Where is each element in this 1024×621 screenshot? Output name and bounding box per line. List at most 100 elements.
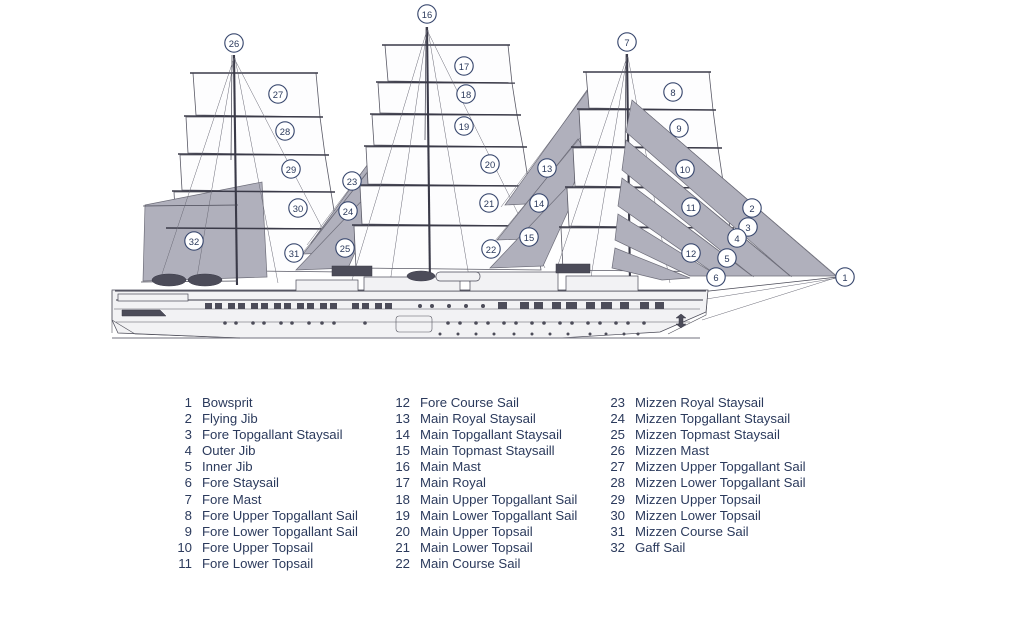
main-yard-5 (357, 184, 534, 187)
callout-marker-25[interactable]: 25 (335, 238, 355, 258)
callout-circle-29 (281, 159, 301, 179)
callout-circle-20 (480, 154, 500, 174)
callout-marker-15[interactable]: 15 (519, 227, 539, 247)
callout-label-22: 22 (486, 244, 496, 255)
callout-marker-20[interactable]: 20 (480, 154, 500, 174)
callout-label-3: 3 (745, 222, 750, 233)
legend-item-label: Main Topgallant Staysail (420, 427, 562, 443)
callout-marker-9[interactable]: 9 (669, 118, 689, 138)
legend-item-7[interactable]: 7 Fore Mast (170, 492, 358, 508)
callout-marker-1[interactable]: 1 (835, 267, 855, 287)
callout-marker-23[interactable]: 23 (342, 171, 362, 191)
callout-label-21: 21 (484, 198, 494, 209)
funnel-box (331, 265, 373, 277)
callout-marker-8[interactable]: 8 (663, 82, 683, 102)
mizzen-yard-2 (183, 115, 324, 118)
sail-fore-upper-topgallant (585, 71, 714, 111)
callout-marker-16[interactable]: 16 (417, 4, 437, 24)
callout-marker-27[interactable]: 27 (268, 84, 288, 104)
callout-marker-22[interactable]: 22 (481, 239, 501, 259)
callout-marker-4[interactable]: 4 (727, 228, 747, 248)
sail-main-lower-topsail (359, 185, 536, 227)
callout-marker-29[interactable]: 29 (281, 159, 301, 179)
callout-marker-26[interactable]: 26 (224, 33, 244, 53)
callout-marker-11[interactable]: 11 (681, 197, 701, 217)
callout-marker-19[interactable]: 19 (454, 116, 474, 136)
legend-item-label: Main Upper Topsail (420, 523, 533, 539)
callout-marker-30[interactable]: 30 (288, 198, 308, 218)
legend-item-label: Mizzen Upper Topsail (635, 491, 761, 507)
callout-label-29: 29 (286, 164, 296, 175)
legend-item-label: Main Topmast Staysaill (420, 443, 555, 459)
legend-item-number: 25 (610, 427, 625, 443)
callout-marker-18[interactable]: 18 (456, 84, 476, 104)
legend-item-number: 4 (184, 443, 192, 459)
callout-marker-32[interactable]: 32 (184, 231, 204, 251)
callout-circle-5 (717, 248, 737, 268)
legend-item-label: Fore Mast (202, 491, 262, 507)
callout-marker-24[interactable]: 24 (338, 201, 358, 221)
callout-marker-7[interactable]: 7 (617, 32, 637, 52)
legend-item-label: Mizzen Lower Topsail (635, 507, 761, 523)
main-staysail-stay-1 (500, 84, 593, 208)
callout-marker-13[interactable]: 13 (537, 158, 557, 178)
porthole-row-mid (418, 302, 664, 309)
callout-label-18: 18 (461, 89, 471, 100)
callout-marker-6[interactable]: 6 (706, 267, 726, 287)
deckhouse-bridge (469, 271, 559, 292)
legend-item-number: 15 (395, 443, 410, 459)
mizzen-gaff-spar (142, 204, 239, 207)
callout-marker-10[interactable]: 10 (675, 159, 695, 179)
callout-marker-14[interactable]: 14 (529, 193, 549, 213)
legend-item-15[interactable]: 15 Main Topmast Staysaill (388, 443, 577, 459)
callout-label-1: 1 (842, 272, 847, 283)
callout-circle-12 (681, 243, 701, 263)
callout-marker-5[interactable]: 5 (717, 248, 737, 268)
legend-item-number: 7 (184, 491, 192, 507)
callout-circle-18 (456, 84, 476, 104)
callout-marker-28[interactable]: 28 (275, 121, 295, 141)
legend-item-20[interactable]: 20 Main Upper Topsail (388, 524, 577, 540)
callout-marker-21[interactable]: 21 (479, 193, 499, 213)
callout-marker-2[interactable]: 2 (742, 198, 762, 218)
callout-label-19: 19 (459, 121, 469, 132)
callout-marker-12[interactable]: 12 (681, 243, 701, 263)
callout-label-31: 31 (289, 248, 299, 259)
callout-marker-17[interactable]: 17 (454, 56, 474, 76)
callout-marker-31[interactable]: 31 (284, 243, 304, 263)
legend-item-number: 20 (395, 523, 410, 539)
legend-item-number: 22 (395, 555, 410, 571)
legend-item-number: 12 (395, 395, 410, 410)
legend-item-label: Fore Lower Topsail (202, 555, 314, 571)
